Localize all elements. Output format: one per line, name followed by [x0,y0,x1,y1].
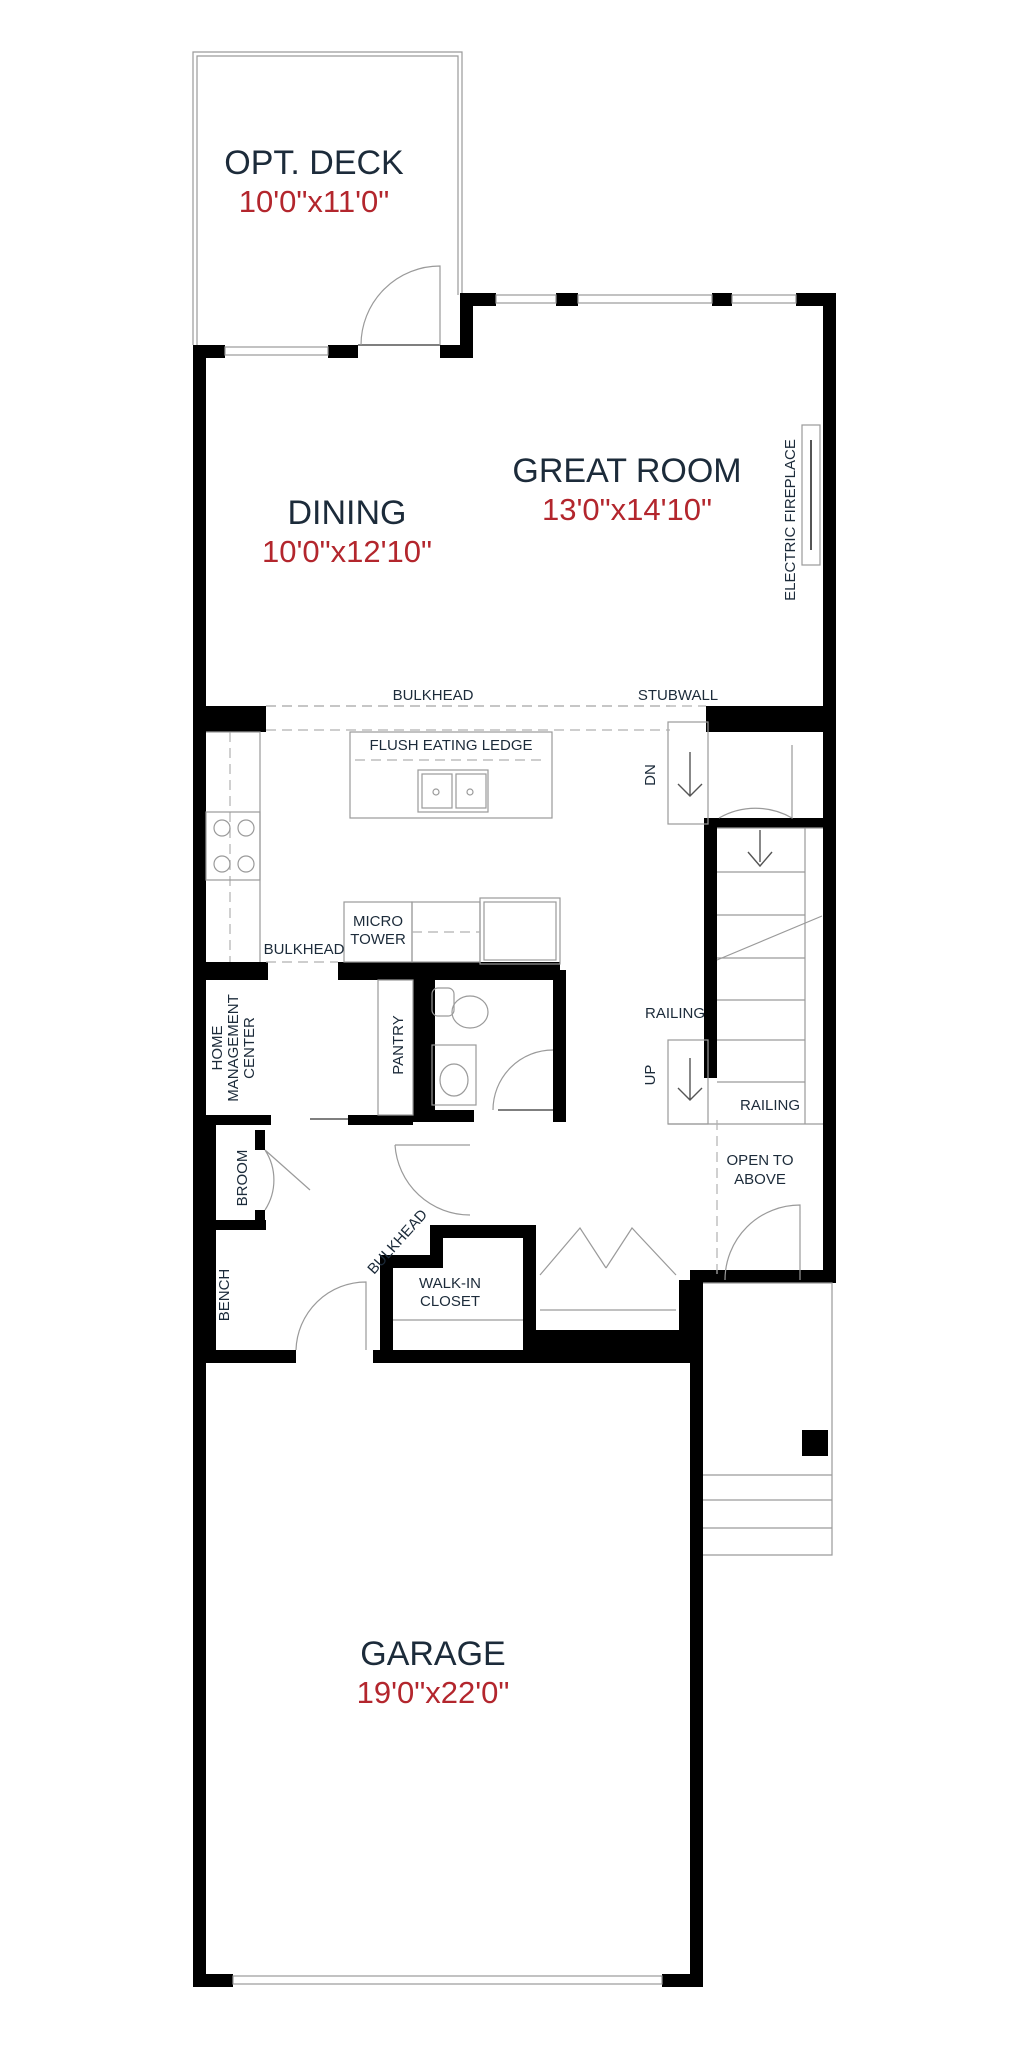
deck-name: OPT. DECK [224,144,404,182]
walk-in-label: WALK-IN [419,1275,481,1292]
stubwall-label: STUBWALL [638,687,718,704]
garage-dimension: 19'0"x22'0" [357,1675,510,1710]
room-labels: OPT. DECK 10'0"x11'0" GREAT ROOM 13'0"x1… [224,144,741,1710]
electric-fireplace-label: ELECTRIC FIREPLACE [782,439,799,601]
flush-eating-ledge-label: FLUSH EATING LEDGE [369,737,532,754]
interior-walls [193,706,823,1363]
exterior-steps [703,1282,833,1556]
powder-room-fixtures [377,979,554,1116]
above-label: ABOVE [734,1171,786,1188]
great-room-name: GREAT ROOM [512,452,741,490]
garage-name: GARAGE [360,1635,505,1673]
railing-label-upper: RAILING [645,1005,705,1022]
bulkhead-label-top: BULKHEAD [393,687,474,704]
deck-door [358,265,441,346]
closet-label: CLOSET [420,1293,480,1310]
tower-label: TOWER [350,931,406,948]
broom-label: BROOM [234,1150,251,1207]
great-room-dimension: 13'0"x14'10" [542,492,712,527]
windows [224,294,821,1985]
management-label: MANAGEMENT [225,994,242,1102]
dining-name: DINING [288,494,407,532]
micro-label: MICRO [353,913,403,930]
bulkhead-label-kitchen: BULKHEAD [264,941,345,958]
lower-doors [264,1118,801,1351]
open-to-label: OPEN TO [727,1152,794,1169]
deck-dimension: 10'0"x11'0" [239,184,390,219]
stairs [667,721,823,1280]
dn-label: DN [642,764,659,786]
dining-dimension: 10'0"x12'10" [262,534,432,569]
bench-label: BENCH [216,1269,233,1322]
home-label: HOME [209,1026,226,1071]
up-label: UP [642,1065,659,1086]
pantry-label: PANTRY [390,1015,407,1074]
deck-outline [192,51,463,345]
railing-label-lower: RAILING [740,1097,800,1114]
bulkhead-lines [266,705,670,731]
exterior-walls [193,293,836,1987]
center-label: CENTER [241,1017,258,1079]
